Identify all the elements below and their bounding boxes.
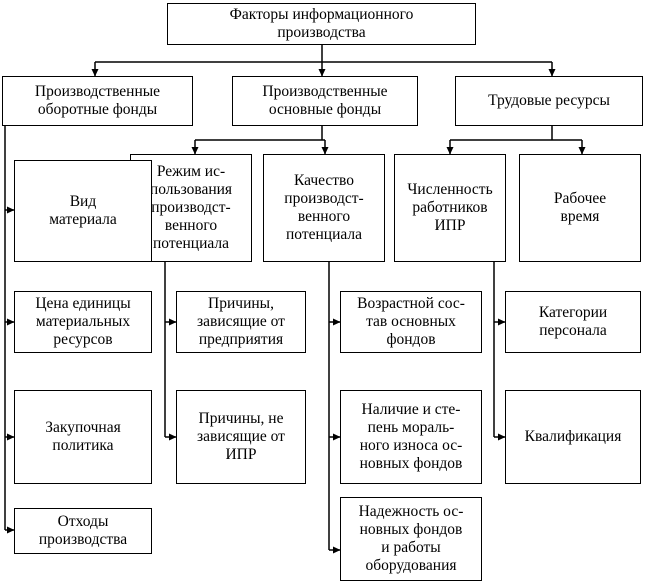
working-item-production-waste: Отходы производства (14, 508, 152, 554)
quality-item-obsolescence: Наличие и сте- пень мораль- ного износа … (340, 390, 482, 484)
headcount-item-staff-categories: Категории персонала (505, 291, 641, 353)
subgroup-headcount: Численность работников ИПР (394, 154, 506, 262)
group-fixed-assets: Производственные основные фонды (232, 76, 418, 126)
group-working-capital: Производственные оборотные фонды (2, 76, 193, 126)
headcount-item-qualification: Квалификация (505, 390, 641, 484)
quality-item-reliability: Надежность ос- новных фондов и работы об… (340, 497, 482, 581)
usage-item-external-causes: Причины, не зависящие от ИПР (176, 390, 306, 484)
subgroup-work-time: Рабочее время (519, 154, 641, 262)
subgroup-potential-quality: Качество производст- венного потенциала (263, 154, 385, 262)
usage-item-enterprise-causes: Причины, зависящие от предприятия (176, 291, 306, 353)
working-item-material-type: Вид материала (14, 160, 152, 262)
working-item-unit-price: Цена единицы материальных ресурсов (14, 291, 152, 353)
group-labor-resources: Трудовые ресурсы (455, 76, 643, 126)
root-node: Факторы информационного производства (167, 3, 476, 45)
quality-item-age-structure: Возрастной сос- тав основных фондов (340, 291, 482, 353)
working-item-procurement-policy: Закупочная политика (14, 390, 152, 484)
